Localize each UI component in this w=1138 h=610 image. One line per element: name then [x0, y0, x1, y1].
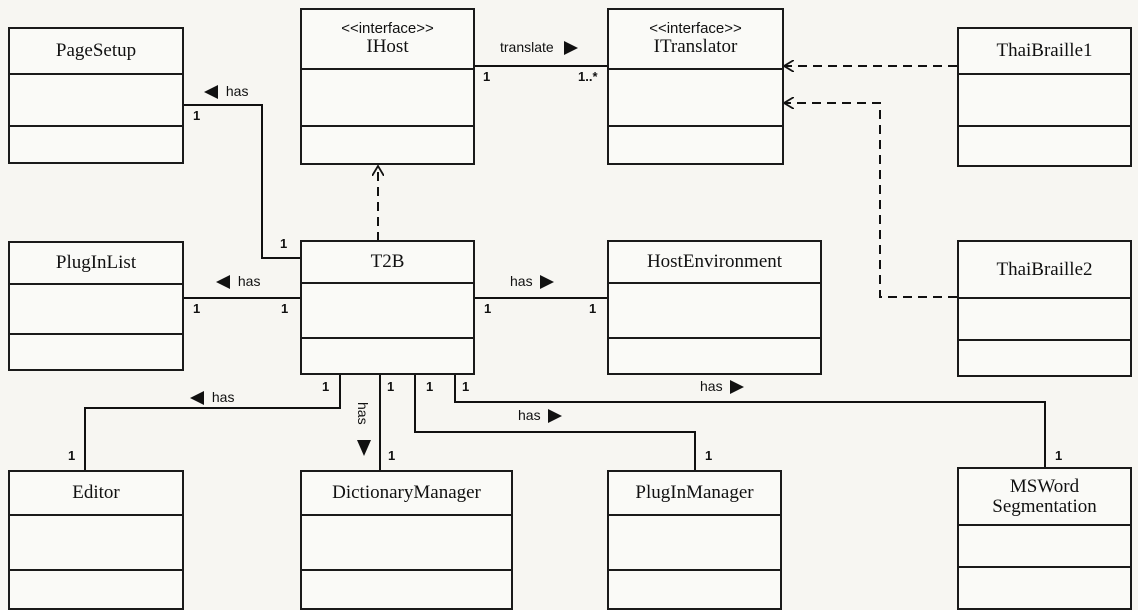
class-pagesetup[interactable]: PageSetup [8, 27, 184, 164]
multiplicity: 1 [484, 302, 491, 315]
multiplicity: 1..* [578, 70, 598, 83]
multiplicity: 1 [322, 380, 329, 393]
multiplicity: 1 [1055, 449, 1062, 462]
class-t2b[interactable]: T2B [300, 240, 475, 375]
direction-right-icon [548, 409, 562, 423]
pluginlist-has-label: has [216, 274, 260, 289]
multiplicity: 1 [281, 302, 288, 315]
multiplicity: 1 [483, 70, 490, 83]
multiplicity: 1 [280, 237, 287, 250]
class-name: IHost [366, 37, 408, 57]
class-name: PlugInManager [635, 483, 753, 503]
multiplicity: 1 [589, 302, 596, 315]
translate-label: translate [500, 40, 578, 55]
class-hostenvironment[interactable]: HostEnvironment [607, 240, 822, 375]
mswordsegmentation-has-label: has [700, 379, 744, 394]
stereotype: <<interface>> [341, 21, 434, 37]
class-dictionarymanager[interactable]: DictionaryManager [300, 470, 513, 610]
multiplicity: 1 [705, 449, 712, 462]
class-name: DictionaryManager [332, 483, 481, 503]
pagesetup-has-label: has [204, 84, 248, 99]
class-pluginlist[interactable]: PlugInList [8, 241, 184, 371]
direction-right-icon [730, 380, 744, 394]
multiplicity: 1 [426, 380, 433, 393]
multiplicity: 1 [462, 380, 469, 393]
class-name: MSWord Segmentation [992, 477, 1096, 517]
multiplicity: 1 [193, 109, 200, 122]
class-editor[interactable]: Editor [8, 470, 184, 610]
class-ihost[interactable]: <<interface>> IHost [300, 8, 475, 165]
class-pluginmanager[interactable]: PlugInManager [607, 470, 782, 610]
editor-has-label: has [190, 390, 234, 405]
direction-right-icon [564, 41, 578, 55]
class-name: HostEnvironment [647, 252, 782, 272]
stereotype: <<interface>> [649, 21, 742, 37]
direction-right-icon [540, 275, 554, 289]
class-itranslator[interactable]: <<interface>> ITranslator [607, 8, 784, 165]
class-thaibraille1[interactable]: ThaiBraille1 [957, 27, 1132, 167]
direction-left-icon [204, 85, 218, 99]
direction-left-icon [190, 391, 204, 405]
multiplicity: 1 [388, 449, 395, 462]
class-name: ThaiBraille2 [996, 260, 1092, 280]
pluginmanager-has-label: has [518, 408, 562, 423]
class-name: PageSetup [56, 41, 136, 61]
class-name: ThaiBraille1 [996, 41, 1092, 61]
class-name: ITranslator [654, 37, 738, 57]
direction-down-icon [357, 440, 371, 456]
class-thaibraille2[interactable]: ThaiBraille2 [957, 240, 1132, 377]
multiplicity: 1 [193, 302, 200, 315]
hostenvironment-has-label: has [510, 274, 554, 289]
direction-left-icon [216, 275, 230, 289]
multiplicity: 1 [68, 449, 75, 462]
dictionarymanager-has-label: has [356, 402, 370, 425]
class-name: PlugInList [56, 253, 136, 273]
class-name: T2B [371, 252, 405, 272]
class-name: Editor [72, 483, 120, 503]
multiplicity: 1 [387, 380, 394, 393]
class-mswordsegmentation[interactable]: MSWord Segmentation [957, 467, 1132, 610]
